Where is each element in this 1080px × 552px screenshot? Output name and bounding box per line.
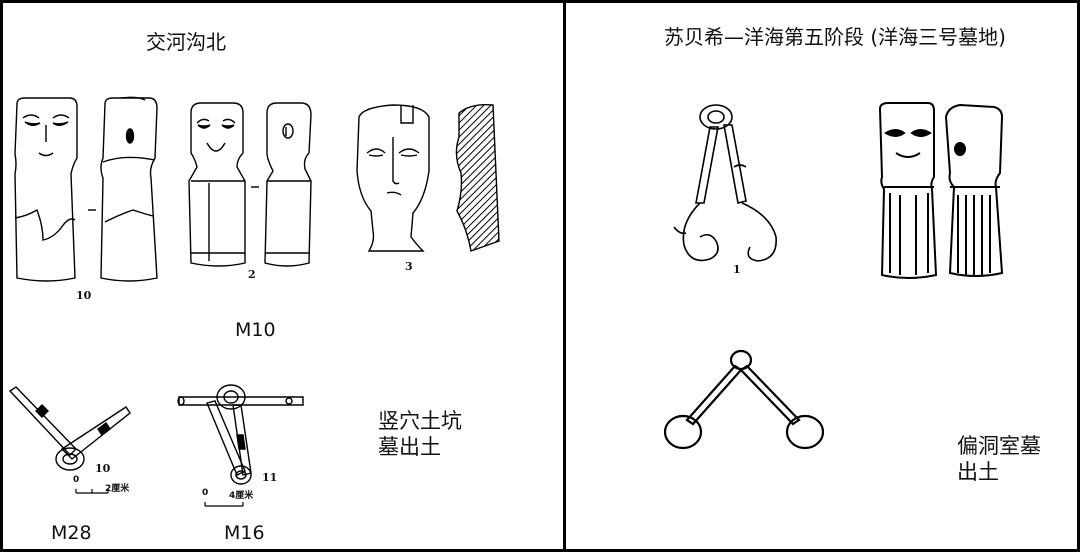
- figurine-10-number: 10: [76, 289, 92, 302]
- right-caption-line-2: 出土: [957, 460, 999, 484]
- horse-bit-cheekpiece-illustration: [670, 103, 800, 269]
- bit-m28-number: 10: [95, 462, 111, 475]
- right-caption-line-1: 偏洞室墓: [957, 434, 1041, 458]
- left-panel-title: 交河沟北: [146, 30, 226, 54]
- bit-m16-scale-bar: [203, 500, 259, 512]
- figurine-2-illustration: [187, 103, 317, 273]
- figurine-right-illustration: [876, 103, 1008, 281]
- right-panel-title: 苏贝希—洋海第五阶段 (洋海三号墓地): [664, 25, 1006, 49]
- figurine-2-number: 2: [248, 268, 256, 281]
- bit-m16-label: M16: [224, 522, 265, 544]
- figurine-10-illustration: [13, 98, 163, 288]
- head-3-illustration: [353, 101, 515, 257]
- bit-m28-scale-text: 2厘米: [105, 484, 130, 494]
- head-3-number: 3: [405, 260, 413, 273]
- bit-m16-scale-zero: 0: [202, 488, 209, 498]
- bit-m16-number: 11: [262, 471, 278, 484]
- bit-m16-scale-text: 4厘米: [229, 491, 254, 501]
- horse-bit-m16-illustration: [173, 383, 309, 493]
- right-panel: 苏贝希—洋海第五阶段 (洋海三号墓地) 1: [563, 0, 1080, 552]
- bit-m28-label: M28: [51, 522, 92, 544]
- horse-bit-snaffle-illustration: [659, 348, 829, 454]
- left-caption-line-2: 墓出土: [378, 435, 441, 459]
- m10-group-label: M10: [235, 319, 276, 341]
- cheekpiece-number: 1: [733, 263, 741, 276]
- left-panel: 交河沟北 10: [0, 0, 566, 552]
- bit-m28-scale-zero: 0: [73, 475, 80, 485]
- left-caption-line-1: 竖穴土坑: [378, 409, 462, 433]
- bit-m28-scale-bar: [74, 487, 130, 499]
- horse-bit-m28-illustration: [8, 385, 133, 479]
